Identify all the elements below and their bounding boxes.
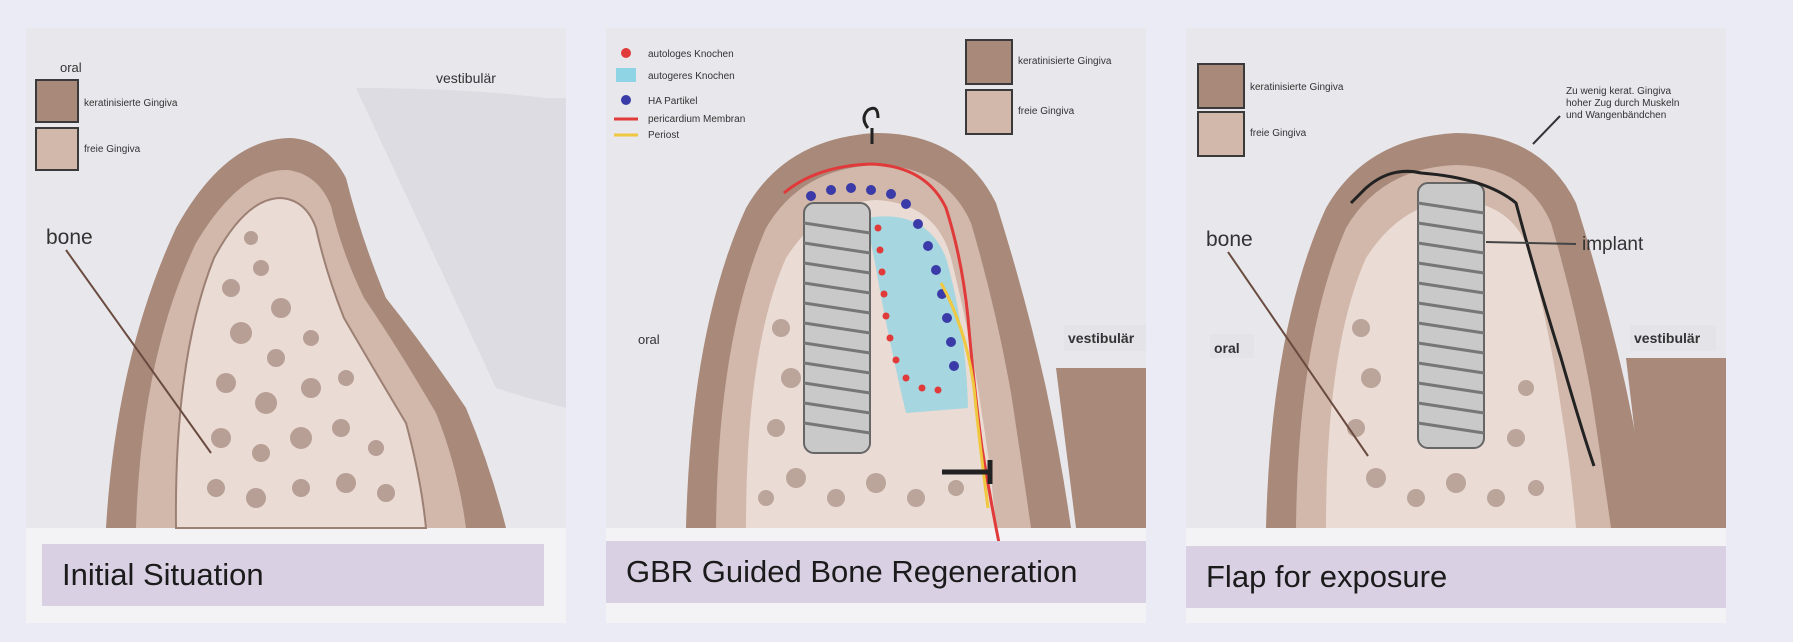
- note-line-2: hoher Zug durch Muskeln: [1566, 98, 1679, 109]
- legend-autologous-marker: [621, 48, 631, 58]
- legend-keratinized-label: keratinisierte Gingiva: [1018, 56, 1112, 67]
- implant-label: implant: [1582, 234, 1644, 255]
- legend-swatch-free: [966, 90, 1012, 134]
- initial-situation-illustration: keratinisierte Gingiva freie Gingiva ora…: [26, 28, 566, 623]
- panel-initial-situation: keratinisierte Gingiva freie Gingiva ora…: [26, 28, 566, 623]
- legend-ha-marker: [621, 95, 631, 105]
- legend-periost-label: Periost: [648, 130, 679, 141]
- caption-gbr: GBR Guided Bone Regeneration: [606, 541, 1146, 603]
- legend-autogenous-marker: [616, 68, 636, 82]
- caption-initial-situation: Initial Situation: [42, 544, 544, 606]
- orientation-vestibular-label: vestibulär: [436, 70, 496, 86]
- orientation-vestibular-label: vestibulär: [1068, 330, 1135, 346]
- legend-swatch-free: [1198, 112, 1244, 156]
- legend-swatch-keratinized: [966, 40, 1012, 84]
- gbr-illustration: autologes Knochen autogeres Knochen HA P…: [606, 28, 1146, 623]
- implant: [1418, 183, 1484, 448]
- panel-flap-exposure: keratinisierte Gingiva freie Gingiva Zu …: [1186, 28, 1726, 623]
- legend-autogenous-label: autogeres Knochen: [648, 71, 735, 82]
- legend-free-label: freie Gingiva: [1250, 128, 1307, 139]
- orientation-vestibular-label: vestibulär: [1634, 330, 1701, 346]
- orientation-oral-label: oral: [638, 332, 660, 347]
- legend-swatch-keratinized: [36, 80, 78, 122]
- note-line-1: Zu wenig kerat. Gingiva: [1566, 86, 1671, 97]
- bone-label: bone: [1206, 228, 1253, 251]
- orientation-oral-label: oral: [60, 60, 82, 75]
- bone-label: bone: [46, 226, 93, 249]
- legend-keratinized-label: keratinisierte Gingiva: [84, 98, 178, 109]
- legend-autologous-label: autologes Knochen: [648, 49, 734, 60]
- legend-ha-label: HA Partikel: [648, 96, 697, 107]
- implant: [804, 203, 870, 453]
- orientation-oral-label: oral: [1214, 340, 1240, 356]
- caption-flap-exposure: Flap for exposure: [1186, 546, 1726, 608]
- flap-exposure-illustration: keratinisierte Gingiva freie Gingiva Zu …: [1186, 28, 1726, 623]
- legend-swatch-free: [36, 128, 78, 170]
- legend-free-label: freie Gingiva: [1018, 106, 1075, 117]
- panel-gbr: autologes Knochen autogeres Knochen HA P…: [606, 28, 1146, 623]
- legend-free-label: freie Gingiva: [84, 144, 141, 155]
- legend-swatch-keratinized: [1198, 64, 1244, 108]
- legend-keratinized-label: keratinisierte Gingiva: [1250, 82, 1344, 93]
- legend-membrane-label: pericardium Membran: [648, 114, 745, 125]
- note-line-3: und Wangenbändchen: [1566, 110, 1666, 121]
